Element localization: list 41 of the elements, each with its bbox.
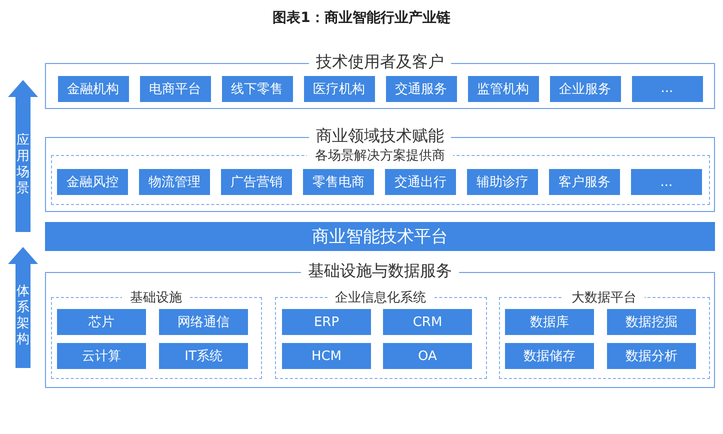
platform-band: 商业智能技术平台 [45, 222, 715, 251]
up-arrow [8, 80, 38, 232]
category-tag: 企业服务 [550, 76, 620, 102]
group-heading: 各场景解决方案提供商 [307, 148, 453, 163]
panel-heading: 商业领域技术赋能 [309, 126, 451, 145]
panel-heading: 基础设施与数据服务 [301, 262, 459, 280]
category-tag: 广告营销 [221, 169, 292, 195]
group-heading: 基础设施 [122, 290, 190, 305]
category-tag: ERP [282, 309, 371, 335]
arrow-label: 体系架构 [16, 284, 30, 348]
panel-heading: 技术使用者及客户 [309, 52, 451, 71]
group-heading: 企业信息化系统 [327, 290, 434, 305]
category-tag: ... [631, 169, 702, 195]
category-tag: ... [632, 76, 702, 102]
category-tag: 交通出行 [385, 169, 456, 195]
category-tag: 医疗机构 [304, 76, 374, 102]
category-tag: 云计算 [57, 343, 146, 369]
category-tag: 数据储存 [505, 343, 594, 369]
category-tag: 物流管理 [139, 169, 210, 195]
category-tag: 网络通信 [159, 309, 248, 335]
chart-title: 图表1：商业智能行业产业链 [272, 8, 452, 28]
group-heading: 大数据平台 [564, 290, 644, 305]
category-tag: 客户服务 [549, 169, 620, 195]
category-tag: 监管机构 [468, 76, 538, 102]
category-tag: 金融机构 [58, 76, 128, 102]
category-tag: OA [383, 343, 472, 369]
category-tag: 电商平台 [140, 76, 210, 102]
category-tag: CRM [383, 309, 472, 335]
up-arrow [8, 247, 38, 368]
category-tag: 线下零售 [222, 76, 292, 102]
category-tag: HCM [282, 343, 371, 369]
category-tag: 辅助诊疗 [467, 169, 538, 195]
category-tag: 零售电商 [303, 169, 374, 195]
category-tag: 数据分析 [607, 343, 696, 369]
category-tag: 金融风控 [57, 169, 128, 195]
category-tag: 数据库 [505, 309, 594, 335]
category-tag: 数据挖掘 [607, 309, 696, 335]
category-tag: 交通服务 [386, 76, 456, 102]
arrow-label: 应用场景 [16, 132, 30, 196]
category-tag: 芯片 [57, 309, 146, 335]
category-tag: IT系统 [159, 343, 248, 369]
